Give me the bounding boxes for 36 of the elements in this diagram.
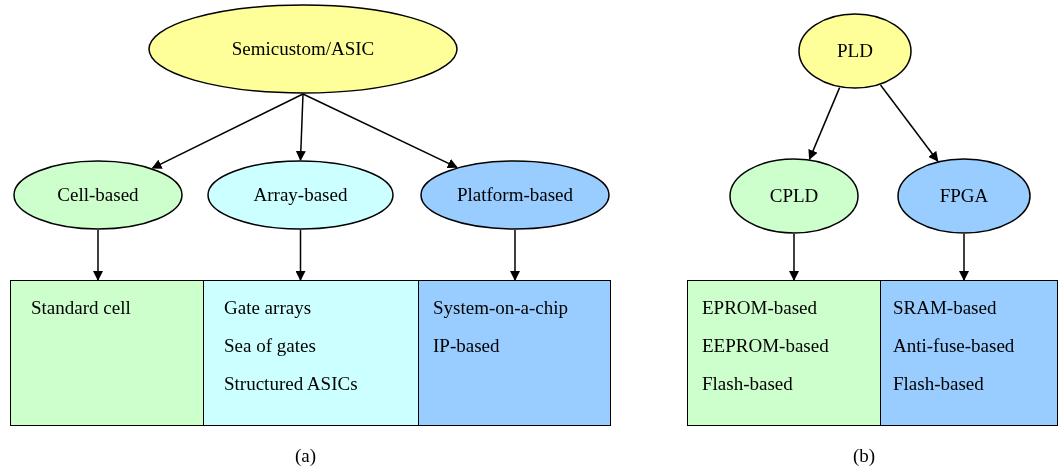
list-item-text: Flash-based [893, 373, 984, 395]
list-item-text: System-on-a-chip [433, 297, 569, 319]
category-box [687, 280, 881, 426]
node-label: Array-based [253, 184, 348, 206]
list-item-text: Structured ASICs [224, 373, 358, 395]
list-item-text: SRAM-based [893, 297, 997, 319]
list-item-text: Anti-fuse-based [893, 335, 1015, 357]
panel-label: (b) [853, 445, 876, 467]
arrow [302, 93, 458, 169]
list-item-text: Standard cell [31, 297, 131, 319]
category-box [418, 280, 611, 426]
category-box [880, 280, 1058, 426]
arrow [295, 93, 306, 161]
arrow [808, 86, 841, 160]
node-label: Platform-based [456, 184, 574, 206]
list-item-text: EEPROM-based [702, 335, 829, 357]
category-box [203, 280, 419, 426]
node-label: Cell-based [57, 184, 139, 206]
arrow [510, 229, 520, 281]
arrow [959, 233, 969, 281]
arrow [295, 229, 306, 281]
list-item-text: IP-based [433, 335, 500, 357]
arrow [789, 233, 799, 281]
panel-label: (a) [295, 445, 317, 467]
node-label: FPGA [939, 185, 989, 207]
arrow [93, 229, 103, 281]
node-label: Semicustom/ASIC [231, 38, 375, 60]
node-label: PLD [837, 40, 873, 62]
node-label: CPLD [769, 185, 819, 207]
arrow [879, 84, 939, 162]
list-item-text: EPROM-based [702, 297, 818, 319]
category-box [10, 280, 204, 426]
arrow [151, 93, 304, 169]
list-item-text: Gate arrays [224, 297, 312, 319]
list-item-text: Sea of gates [224, 335, 316, 357]
list-item-text: Flash-based [702, 373, 793, 395]
